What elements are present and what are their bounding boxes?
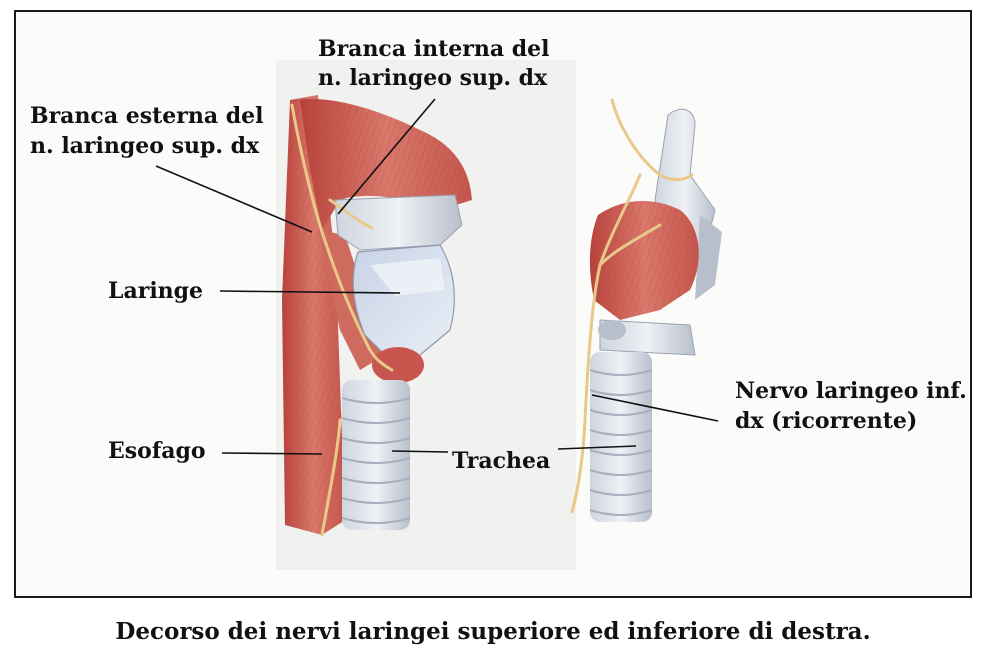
label-esofago: Esofago — [108, 438, 206, 465]
label-branca-esterna-line2: n. laringeo sup. dx — [30, 133, 259, 160]
label-trachea: Trachea — [452, 448, 550, 475]
right-trachea — [590, 352, 652, 522]
left-anatomy-figure — [276, 60, 576, 570]
left-trachea — [342, 380, 410, 530]
label-branca-esterna-line1: Branca esterna del — [30, 103, 264, 130]
leader-trachea-left — [392, 451, 448, 452]
right-anatomy-figure — [572, 100, 722, 522]
hyoid-cartilage — [335, 195, 462, 250]
cricoid-muscle — [372, 347, 424, 383]
leader-esofago — [222, 453, 322, 454]
figure-caption: Decorso dei nervi laringei superiore ed … — [0, 618, 986, 645]
label-laringe: Laringe — [108, 278, 203, 305]
label-branca-interna-line1: Branca interna del — [318, 36, 550, 63]
label-nervo-line1: Nervo laringeo inf. — [735, 378, 967, 405]
label-branca-interna-line2: n. laringeo sup. dx — [318, 65, 547, 92]
label-nervo-line2: dx (ricorrente) — [735, 408, 917, 435]
